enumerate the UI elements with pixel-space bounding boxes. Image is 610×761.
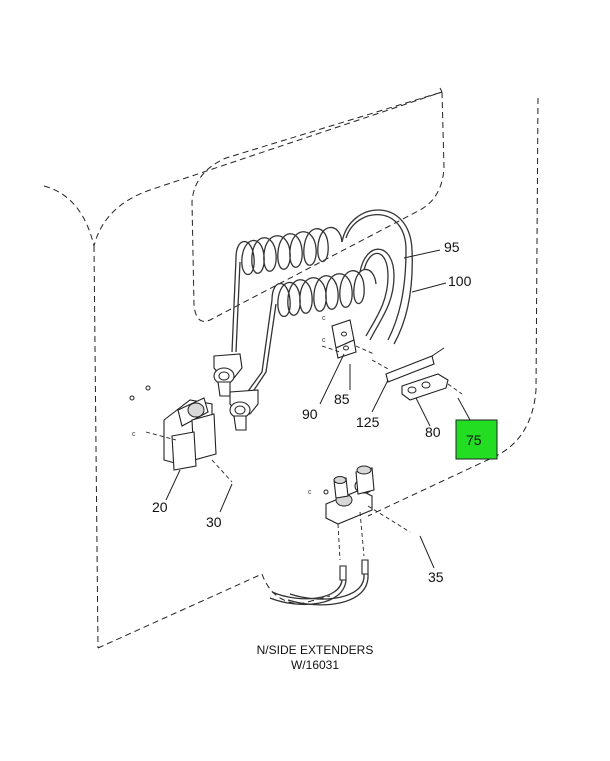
callout-75[interactable]: 75: [466, 432, 482, 448]
bracket-assembly: c: [129, 385, 233, 483]
callout-35[interactable]: 35: [428, 569, 444, 585]
callout-100[interactable]: 100: [448, 273, 472, 289]
coiled-air-line-upper: [231, 209, 413, 353]
svg-text:c: c: [322, 315, 326, 322]
callout-30[interactable]: 30: [206, 514, 222, 530]
caption-title: N/SIDE EXTENDERS: [257, 643, 374, 657]
gladhand-lower: [229, 389, 259, 431]
callout-125[interactable]: 125: [356, 414, 380, 430]
callout-20[interactable]: 20: [152, 499, 168, 515]
gladhand-upper: [213, 353, 243, 397]
callout-95[interactable]: 95: [444, 239, 460, 255]
clamp-strip: [371, 347, 445, 383]
highlight-box-75[interactable]: [455, 419, 498, 460]
mounting-bracket: c c: [321, 315, 375, 359]
leader-lines: [165, 249, 471, 569]
caption-subtitle: W/16031: [291, 658, 339, 672]
body-outline: [43, 87, 539, 649]
svg-text:c: c: [322, 337, 326, 344]
fitting-assembly: c: [308, 465, 411, 561]
svg-text:c: c: [308, 489, 312, 496]
callout-90[interactable]: 90: [302, 406, 318, 422]
lower-hoses: [269, 559, 369, 606]
coiled-electrical-line-lower: [245, 248, 395, 397]
hose-separator-block: [401, 373, 463, 401]
callout-80[interactable]: 80: [425, 424, 441, 440]
svg-text:c: c: [132, 431, 136, 438]
callout-85[interactable]: 85: [334, 391, 350, 407]
